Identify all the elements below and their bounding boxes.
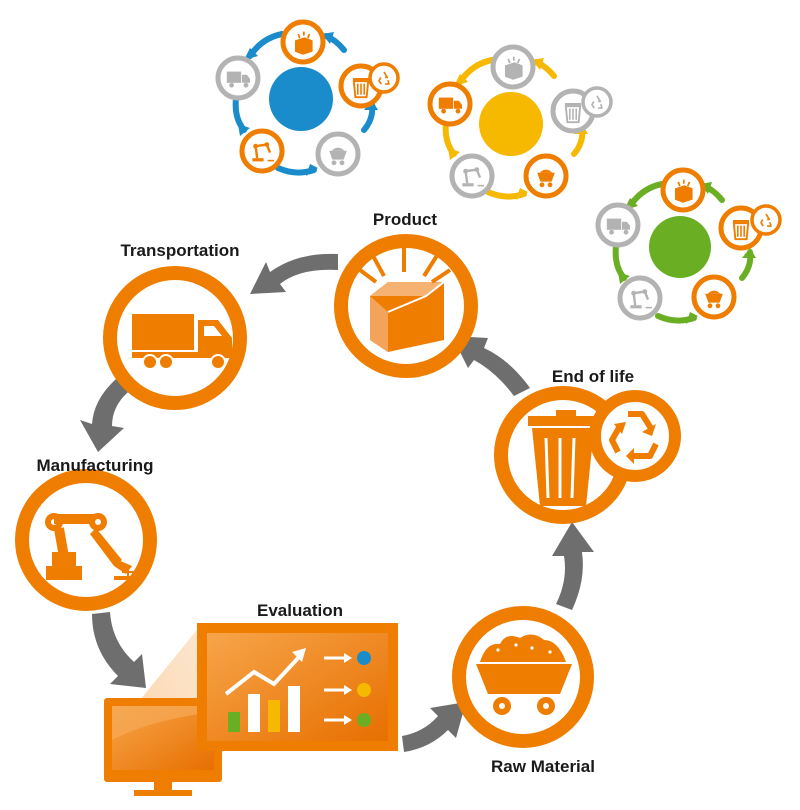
transportation-node <box>103 266 247 410</box>
product-label: Product <box>373 210 438 229</box>
mine-cart-icon <box>476 634 572 715</box>
truck-icon <box>132 314 232 370</box>
mini-cycle-green-center <box>649 216 711 278</box>
legend-dot-blue <box>357 651 371 665</box>
mini-box-node <box>490 44 536 90</box>
mini-robot-node <box>617 275 663 321</box>
raw-material-label: Raw Material <box>491 757 595 776</box>
transportation-label: Transportation <box>120 241 239 260</box>
mini-truck-node <box>427 81 473 127</box>
evaluation-node <box>104 623 398 796</box>
bar-chart-icon <box>224 648 306 732</box>
arrow-transportation-to-manufacturing <box>80 374 136 452</box>
mini-cycle-yellow <box>427 44 613 200</box>
monitor-icon <box>104 698 222 796</box>
mini-bin-node <box>338 62 400 109</box>
mini-cart-node <box>315 131 361 177</box>
arrow-manufacturing-to-evaluation <box>92 612 146 688</box>
end-of-life-label: End of life <box>552 367 634 386</box>
mini-robot-node <box>239 128 285 174</box>
mini-robot-node <box>449 153 495 199</box>
arrow-product-to-transportation <box>250 253 338 294</box>
mini-bin-node <box>550 86 613 134</box>
robot-arm-icon <box>45 513 138 580</box>
mini-cycle-green <box>595 167 782 324</box>
mini-bin-node <box>718 204 782 251</box>
mini-cycle-yellow-center <box>479 92 543 156</box>
legend-dot-green <box>357 713 371 727</box>
recycle-badge <box>589 390 681 482</box>
mini-truck-node <box>595 202 641 248</box>
arrow-end-of-life-to-product <box>452 336 530 396</box>
raw-material-node <box>452 606 594 748</box>
product-node <box>334 234 478 378</box>
evaluation-label: Evaluation <box>257 601 343 620</box>
arrow-raw-material-to-end-of-life <box>552 522 594 610</box>
trash-bin-icon <box>528 410 598 506</box>
box-icon <box>358 246 452 352</box>
mini-cart-node <box>523 153 569 199</box>
recycle-icon <box>609 411 659 464</box>
legend-arrows <box>324 653 352 725</box>
mini-truck-node <box>215 55 261 101</box>
mini-box-node <box>280 19 326 65</box>
legend-dot-yellow <box>357 683 371 697</box>
mini-cycle-blue-center <box>269 67 333 131</box>
mini-box-node <box>660 167 706 213</box>
manufacturing-node <box>15 469 157 611</box>
mini-cycle-blue <box>215 19 400 177</box>
mini-cart-node <box>691 274 737 320</box>
manufacturing-label: Manufacturing <box>36 456 153 475</box>
evaluation-board <box>197 623 398 751</box>
main-cycle-arrows <box>80 253 594 752</box>
arrow-evaluation-to-raw-material <box>402 702 466 752</box>
end-of-life-node <box>494 386 681 524</box>
